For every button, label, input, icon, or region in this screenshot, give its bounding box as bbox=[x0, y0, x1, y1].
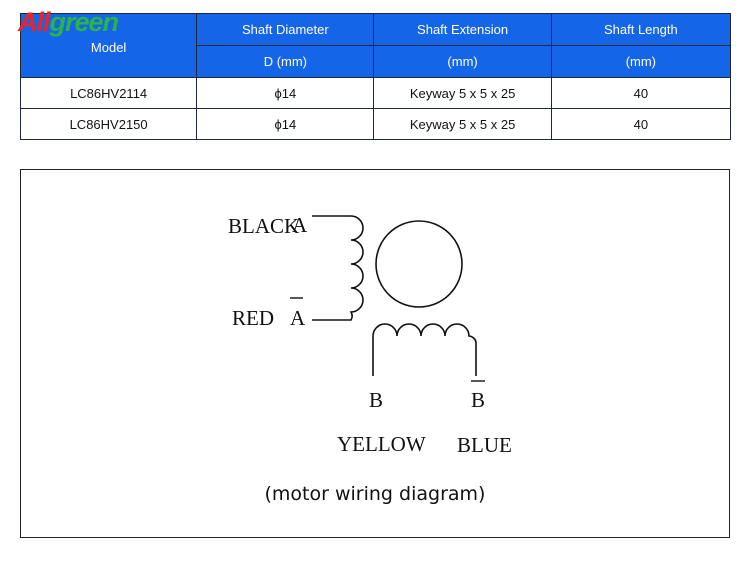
cell-length: 40 bbox=[550, 77, 732, 109]
label-b: B bbox=[369, 388, 383, 412]
cell-model: LC86HV2150 bbox=[19, 108, 198, 140]
wiring-diagram: BLACK A RED A B B YELLOW BLUE bbox=[228, 213, 512, 457]
header-length-unit: (mm) bbox=[550, 45, 732, 78]
header-model: Model bbox=[19, 13, 198, 78]
cell-model: LC86HV2114 bbox=[19, 77, 198, 109]
header-diameter-unit: D (mm) bbox=[196, 45, 375, 78]
diagram-caption: (motor wiring diagram) bbox=[264, 483, 486, 505]
logo-part-green: green bbox=[49, 7, 120, 37]
header-extension: Shaft Extension bbox=[373, 13, 552, 46]
cell-length: 40 bbox=[550, 108, 732, 140]
cell-diameter: ϕ14 bbox=[196, 77, 375, 109]
header-extension-unit: (mm) bbox=[373, 45, 552, 78]
coil-phase-b bbox=[372, 323, 477, 376]
header-row-2: D (mm) (mm) (mm) bbox=[21, 45, 732, 78]
table-row: LC86HV2150 ϕ14 Keyway 5 x 5 x 25 40 bbox=[19, 108, 732, 140]
brand-logo: Allgreen bbox=[18, 7, 120, 37]
label-b-bar: B bbox=[471, 388, 485, 412]
cell-extension: Keyway 5 x 5 x 25 bbox=[373, 108, 552, 140]
coil-phase-a bbox=[312, 215, 364, 321]
table-row: LC86HV2114 ϕ14 Keyway 5 x 5 x 25 40 bbox=[19, 77, 732, 109]
label-a: A bbox=[292, 213, 308, 237]
label-blue: BLUE bbox=[457, 433, 512, 457]
spec-table: Model Shaft Diameter Shaft Extension Sha… bbox=[19, 13, 732, 140]
wiring-diagram-panel: BLACK A RED A B B YELLOW BLUE (motor wir… bbox=[20, 169, 730, 538]
header-row-1: Model Shaft Diameter Shaft Extension Sha… bbox=[19, 13, 732, 78]
header-model-label: Model bbox=[90, 40, 127, 55]
cell-extension: Keyway 5 x 5 x 25 bbox=[373, 77, 552, 109]
rotor-circle bbox=[375, 220, 463, 308]
logo-part-all: All bbox=[18, 7, 51, 37]
label-yellow: YELLOW bbox=[337, 432, 426, 456]
label-red: RED bbox=[232, 306, 274, 330]
header-length: Shaft Length bbox=[550, 13, 732, 46]
cell-diameter: ϕ14 bbox=[196, 108, 375, 140]
header-diameter: Shaft Diameter bbox=[196, 13, 375, 46]
label-black: BLACK bbox=[228, 214, 299, 238]
label-a-bar: A bbox=[290, 306, 306, 330]
